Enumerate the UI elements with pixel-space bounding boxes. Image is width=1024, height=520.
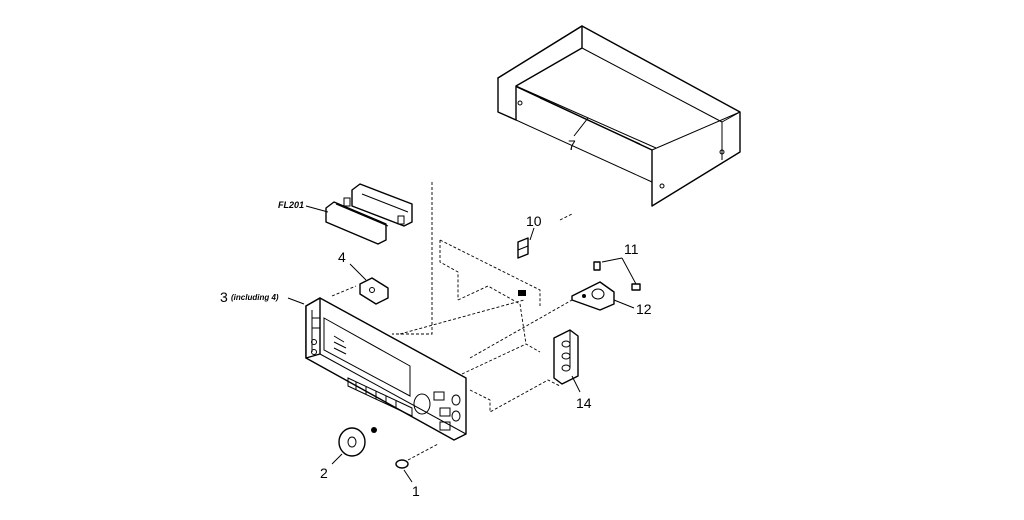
guide-line-b — [469, 299, 573, 359]
guide-line-a — [331, 285, 357, 297]
fl201-display-part — [325, 183, 413, 245]
label-part-3-note: (including 4) — [231, 293, 279, 302]
leader-10 — [529, 227, 535, 241]
label-part-11: 11 — [624, 241, 639, 257]
chassis-outline — [392, 182, 561, 413]
leader-2 — [331, 453, 343, 465]
leader-7 — [573, 117, 589, 137]
label-part-10: 10 — [526, 213, 542, 229]
leader-14 — [571, 375, 581, 393]
knob-part-1 — [395, 443, 439, 469]
label-part-3: 3 — [220, 289, 228, 305]
guide-line-c — [559, 213, 573, 221]
leader-3 — [287, 297, 305, 305]
label-fl201: FL201 — [278, 200, 304, 210]
label-part-14: 14 — [576, 395, 592, 411]
label-part-7: 7 — [568, 137, 576, 153]
label-part-12: 12 — [636, 301, 652, 317]
leader-fl201 — [305, 205, 329, 213]
label-part-1: 1 — [412, 483, 420, 499]
label-part-4: 4 — [338, 249, 346, 265]
front-panel-part-3 — [305, 297, 467, 441]
connector-part-10 — [517, 237, 529, 296]
jack-board-part-12 — [571, 281, 615, 311]
leader-12 — [613, 299, 635, 309]
clip-part-4 — [359, 277, 389, 305]
label-part-2: 2 — [320, 465, 328, 481]
top-cover-part-7 — [497, 25, 741, 207]
leader-1 — [403, 469, 413, 483]
leader-11a — [601, 257, 623, 263]
leader-11b — [621, 257, 637, 285]
leader-4 — [349, 263, 367, 281]
knob-part-2 — [338, 427, 377, 457]
rear-bracket-part-14 — [553, 329, 579, 385]
